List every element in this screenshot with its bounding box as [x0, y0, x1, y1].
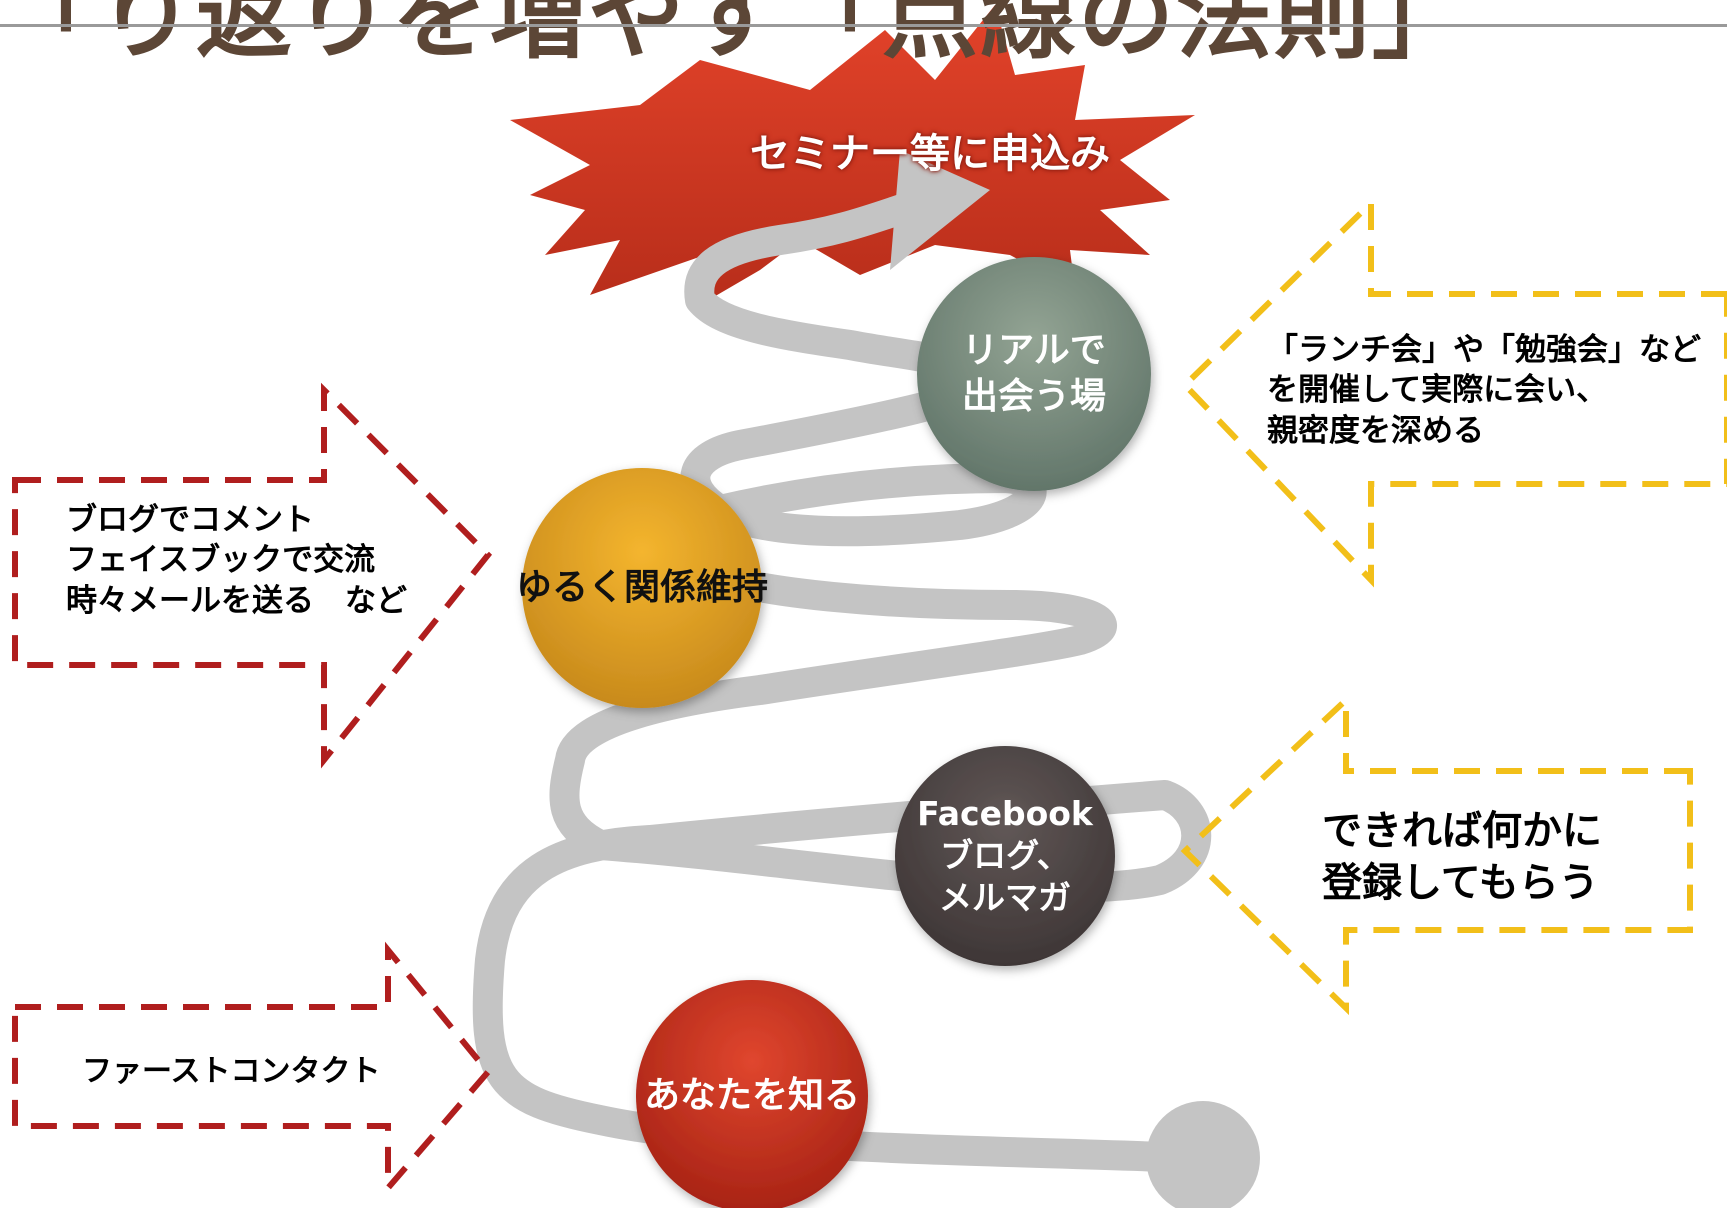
- keep-relation-text: ブログでコメント フェイスブックで交流 時々メールを送る など: [66, 502, 407, 619]
- first-contact-arrow: [12, 941, 492, 1197]
- register-text: できれば何かに 登録してもらう: [1322, 808, 1602, 906]
- register-arrow: [1180, 693, 1693, 1016]
- journey-arrowhead: [890, 150, 990, 270]
- meet-text: 「ランチ会」や「勉強会」など を開催して実際に会い、 親密度を深める: [1267, 332, 1701, 449]
- keep-relation-arrow: [12, 382, 493, 769]
- node-facebook-blog-mailmag: [895, 746, 1115, 966]
- node-know-you: [636, 980, 868, 1208]
- node-real-meeting: [917, 257, 1151, 491]
- meet-arrow: [1180, 195, 1727, 588]
- goal-label: セミナー等に申込み: [750, 131, 1110, 177]
- node-keep-relation: [522, 468, 762, 708]
- node-keep-relation-label: ゆるく関係維持: [515, 566, 768, 608]
- node-facebook-label: Facebook ブログ、 メルマガ: [917, 793, 1093, 918]
- journey-start-dot: [1146, 1101, 1260, 1208]
- page-title: 「り返りを増やす「点線の法則」: [0, 0, 1470, 72]
- title-rule: [0, 24, 1727, 27]
- node-real-meeting-label: リアルで 出会う場: [961, 329, 1106, 417]
- node-know-you-label: あなたを知る: [643, 1074, 860, 1116]
- goal-starburst: [510, 5, 1195, 305]
- first-contact-text: ファーストコンタクト: [82, 1054, 381, 1089]
